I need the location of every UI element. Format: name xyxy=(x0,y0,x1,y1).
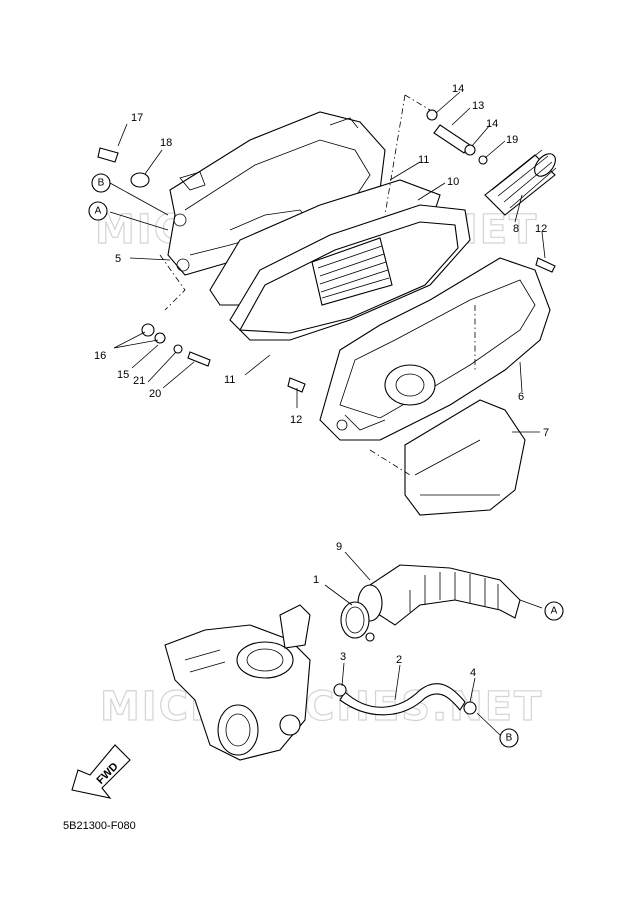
callout-19: 19 xyxy=(506,134,518,146)
ref-b-bottom: B xyxy=(506,733,513,744)
callout-13: 13 xyxy=(472,100,484,112)
hose-clips-part xyxy=(333,683,477,715)
hose-part xyxy=(339,683,466,716)
callout-14-second: 14 xyxy=(486,118,498,130)
callout-12-lower: 12 xyxy=(290,414,302,426)
ref-a-bottom: A xyxy=(551,606,558,617)
sponge-part xyxy=(484,149,557,216)
callout-7: 7 xyxy=(543,427,549,439)
callout-4: 4 xyxy=(470,667,476,679)
screws-part xyxy=(97,147,556,393)
alignment-lines xyxy=(159,94,476,476)
callout-18: 18 xyxy=(160,137,172,149)
leader-lines-upper xyxy=(109,91,546,433)
callout-21: 21 xyxy=(133,375,145,387)
callout-11-bottom: 11 xyxy=(224,374,235,386)
callout-11-top: 11 xyxy=(418,154,429,166)
callouts: 17 18 5 14 13 14 19 11 10 8 12 11 16 15 … xyxy=(94,83,549,679)
callout-16: 16 xyxy=(94,350,106,362)
ref-b-top: B xyxy=(98,178,105,189)
duct-cover-part xyxy=(404,399,526,516)
ref-a-top: A xyxy=(95,206,102,217)
callout-3: 3 xyxy=(340,651,346,663)
callout-2: 2 xyxy=(396,654,402,666)
callout-10: 10 xyxy=(447,176,459,188)
watermark-bottom: MICROFICHES.NET xyxy=(100,684,543,730)
callout-17: 17 xyxy=(131,112,143,124)
callout-12-right: 12 xyxy=(535,223,547,235)
callout-8: 8 xyxy=(513,223,519,235)
air-cleaner-case-part xyxy=(319,257,551,441)
callout-14-top: 14 xyxy=(452,83,464,95)
filter-element-part xyxy=(311,237,393,306)
reference-markers: B A A B xyxy=(88,173,564,748)
callout-15: 15 xyxy=(117,369,129,381)
callout-20: 20 xyxy=(149,388,161,400)
leader-lines-lower xyxy=(324,551,543,736)
callout-9: 9 xyxy=(336,541,342,553)
figure-code: 5B21300-F080 xyxy=(63,820,136,832)
clamp-part xyxy=(340,601,375,642)
callout-6: 6 xyxy=(518,391,524,403)
forward-direction-arrow: FWD xyxy=(71,744,131,799)
small-fittings-part xyxy=(426,109,488,165)
intake-joint-part xyxy=(357,564,521,626)
callout-5: 5 xyxy=(115,253,121,265)
throttle-body-part xyxy=(164,604,311,761)
callout-1: 1 xyxy=(313,574,319,586)
